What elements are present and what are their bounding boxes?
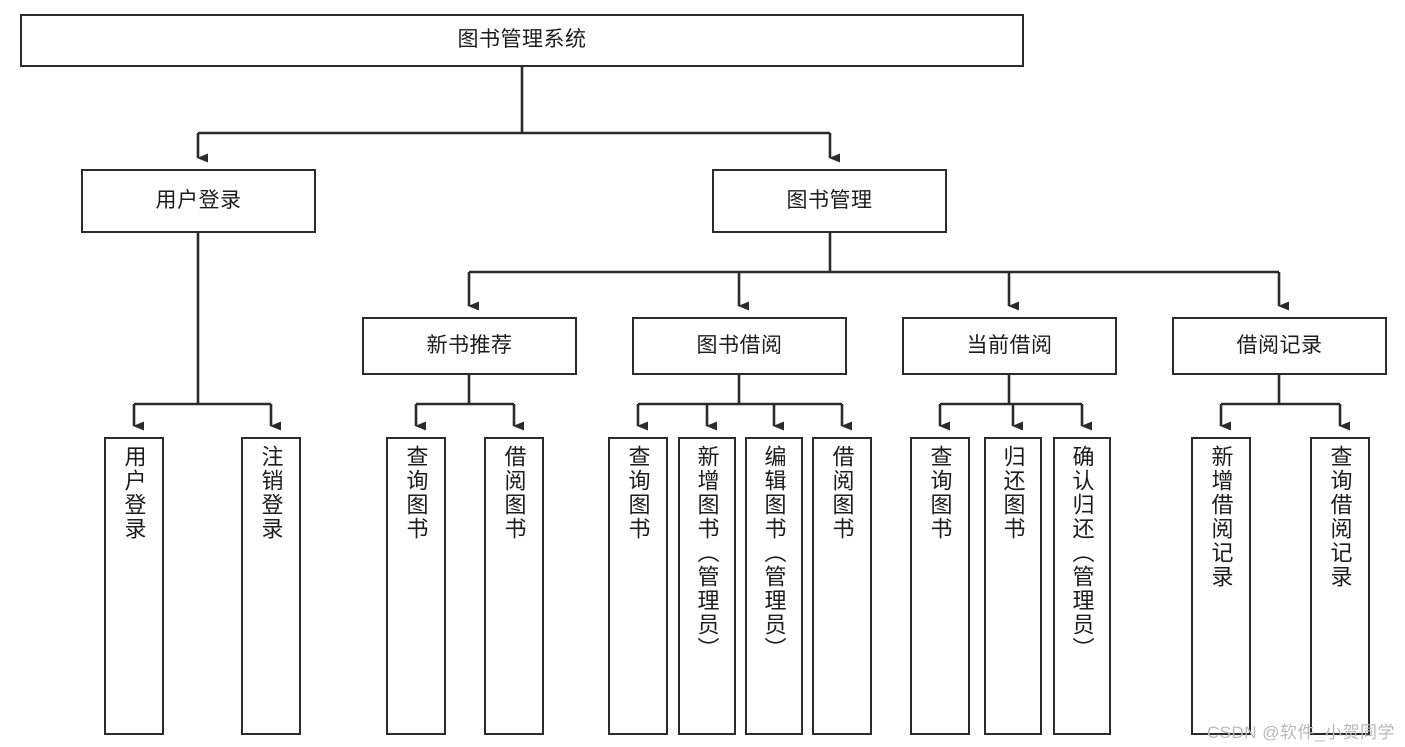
- node-user-login[interactable]: 用户登录: [81, 169, 316, 233]
- node-leaf-rec-add[interactable]: 新增借阅记录: [1191, 437, 1251, 735]
- node-leaf-rec-borrow-label: 借阅图书: [501, 445, 527, 541]
- node-leaf-borrow-add-label: 新增图书（管理员）: [694, 445, 720, 661]
- node-current-borrow[interactable]: 当前借阅: [902, 317, 1117, 375]
- node-root[interactable]: 图书管理系统: [20, 14, 1024, 67]
- node-book-borrow-label: 图书借阅: [696, 333, 783, 357]
- node-book-manage[interactable]: 图书管理: [712, 169, 947, 233]
- node-leaf-borrow-edit-label: 编辑图书（管理员）: [761, 445, 787, 661]
- node-root-label: 图书管理系统: [457, 28, 587, 52]
- node-new-book-rec[interactable]: 新书推荐: [362, 317, 577, 375]
- csdn-watermark: CSDN @软件_小贺同学: [1206, 723, 1395, 742]
- node-leaf-rec-query-label: 查询图书: [403, 445, 429, 541]
- node-leaf-cur-return[interactable]: 归还图书: [984, 437, 1042, 735]
- node-leaf-rec-query[interactable]: 查询图书: [386, 437, 446, 735]
- node-leaf-cur-confirm-label: 确认归还（管理员）: [1069, 445, 1095, 661]
- node-book-borrow[interactable]: 图书借阅: [632, 317, 847, 375]
- node-leaf-cur-query-label: 查询图书: [927, 445, 953, 541]
- node-leaf-user-login[interactable]: 用户登录: [104, 437, 164, 735]
- node-borrow-record[interactable]: 借阅记录: [1172, 317, 1387, 375]
- node-leaf-rec-borrow[interactable]: 借阅图书: [484, 437, 544, 735]
- node-leaf-user-logout-label: 注销登录: [258, 445, 284, 541]
- node-leaf-user-logout[interactable]: 注销登录: [241, 437, 301, 735]
- node-user-login-label: 用户登录: [155, 188, 242, 212]
- node-borrow-record-label: 借阅记录: [1236, 333, 1323, 357]
- node-leaf-borrow-edit[interactable]: 编辑图书（管理员）: [745, 437, 803, 735]
- node-leaf-borrow-query-label: 查询图书: [625, 445, 651, 541]
- node-leaf-rec-find[interactable]: 查询借阅记录: [1310, 437, 1370, 735]
- node-leaf-borrow-do-label: 借阅图书: [829, 445, 855, 541]
- node-leaf-borrow-add[interactable]: 新增图书（管理员）: [678, 437, 736, 735]
- node-leaf-rec-find-label: 查询借阅记录: [1327, 445, 1353, 589]
- node-leaf-cur-query[interactable]: 查询图书: [910, 437, 970, 735]
- node-leaf-borrow-query[interactable]: 查询图书: [608, 437, 668, 735]
- node-book-manage-label: 图书管理: [786, 188, 873, 212]
- node-leaf-rec-add-label: 新增借阅记录: [1208, 445, 1234, 589]
- node-leaf-user-login-label: 用户登录: [121, 445, 147, 541]
- node-current-borrow-label: 当前借阅: [966, 333, 1053, 357]
- node-new-book-rec-label: 新书推荐: [426, 333, 513, 357]
- node-leaf-cur-return-label: 归还图书: [1000, 445, 1026, 541]
- node-leaf-borrow-do[interactable]: 借阅图书: [812, 437, 872, 735]
- node-leaf-cur-confirm[interactable]: 确认归还（管理员）: [1053, 437, 1111, 735]
